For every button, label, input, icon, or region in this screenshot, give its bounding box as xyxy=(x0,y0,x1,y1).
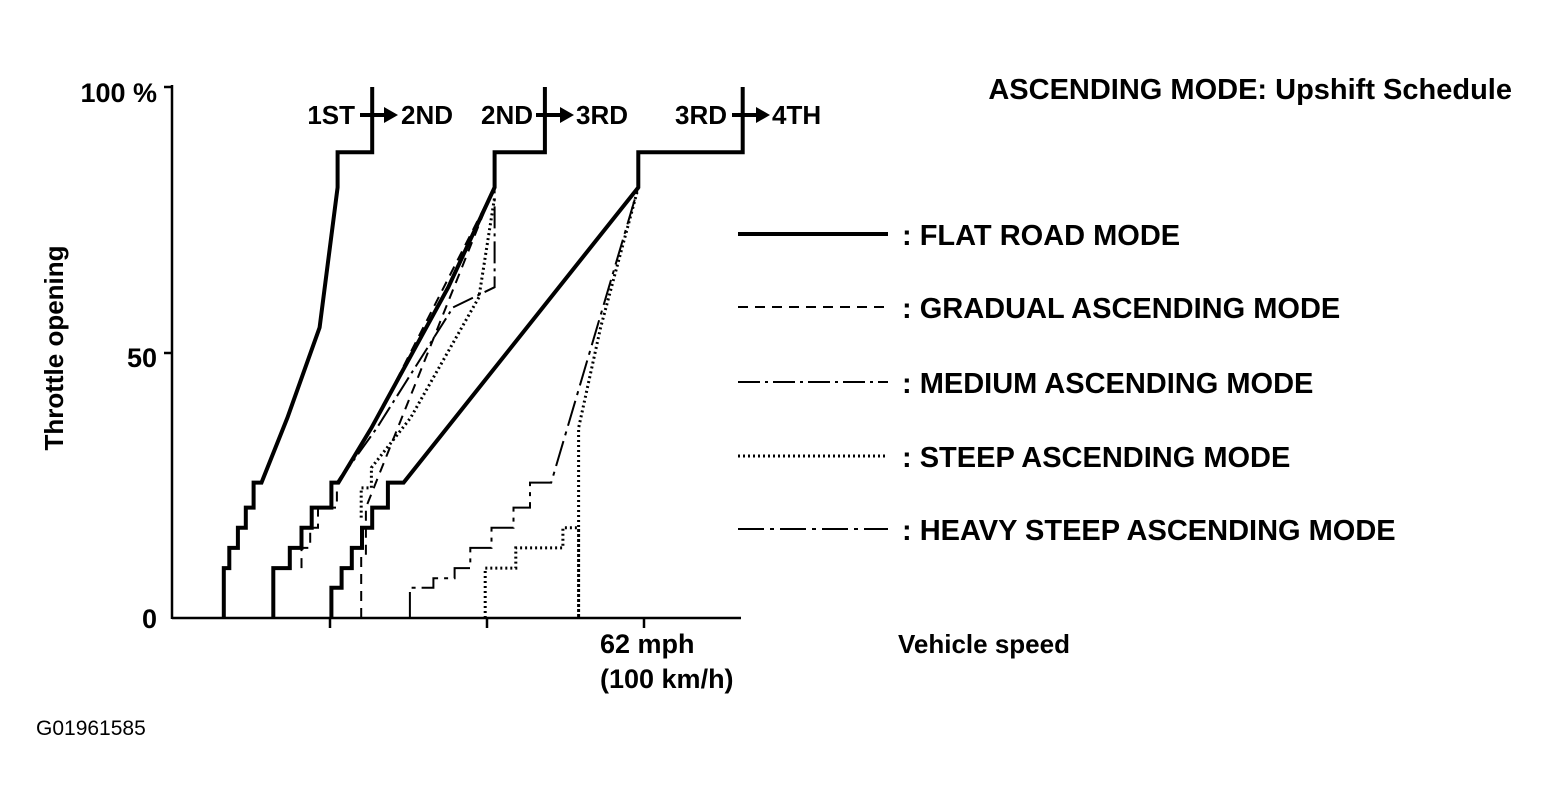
y-tick-label-50: 50 xyxy=(127,343,157,373)
shift-label-3rd-4th: 3RD 4TH xyxy=(675,100,821,130)
y-axis-label: Throttle opening xyxy=(39,245,69,450)
shift-arrow-head-3 xyxy=(756,107,770,123)
shift-label-2nd-3rd: 2ND 3RD xyxy=(481,100,628,130)
legend-label-gradual: : GRADUAL ASCENDING MODE xyxy=(902,293,1340,325)
shift-from-2nd: 2ND xyxy=(481,100,533,130)
shift-from-3rd: 3RD xyxy=(675,100,727,130)
y-tick-label-100: 100 % xyxy=(80,78,157,108)
series-line-solid-0 xyxy=(221,87,375,618)
legend-label-steep: : STEEP ASCENDING MODE xyxy=(902,442,1290,474)
series-line-dotted-8 xyxy=(483,187,640,618)
shift-to-2nd: 2ND xyxy=(401,100,453,130)
series-line-dashed-3 xyxy=(300,186,496,569)
legend: : FLAT ROAD MODE : GRADUAL ASCENDING MOD… xyxy=(738,220,1396,547)
series-line-dashed-4 xyxy=(360,197,491,618)
shift-to-4th: 4TH xyxy=(772,100,821,130)
shift-arrow-head-1 xyxy=(384,107,398,123)
legend-label-medium: : MEDIUM ASCENDING MODE xyxy=(902,368,1313,400)
series-line-solid-2 xyxy=(329,87,745,618)
series-layer xyxy=(221,87,745,618)
y-tick-label-0: 0 xyxy=(142,604,157,634)
shift-arrow-head-2 xyxy=(560,107,574,123)
series-line-dash-dot-long-7 xyxy=(408,187,640,618)
shift-label-1st-2nd: 1ST 2ND xyxy=(307,100,453,130)
x-marker-label-mph: 62 mph xyxy=(600,629,695,659)
figure-id: G01961585 xyxy=(36,717,146,740)
chart-title: ASCENDING MODE: Upshift Schedule xyxy=(988,74,1512,106)
x-marker-label-kmh: (100 km/h) xyxy=(600,664,734,694)
shift-to-3rd: 3RD xyxy=(576,100,628,130)
x-axis-label: Vehicle speed xyxy=(898,629,1070,659)
legend-label-flat-road: : FLAT ROAD MODE xyxy=(902,220,1180,252)
series-line-dash-dot-5 xyxy=(336,187,496,484)
series-line-solid-1 xyxy=(271,87,547,618)
series-line-dotted-6 xyxy=(359,197,497,518)
legend-label-heavy-steep: : HEAVY STEEP ASCENDING MODE xyxy=(902,515,1396,547)
shift-from-1st: 1ST xyxy=(307,100,355,130)
